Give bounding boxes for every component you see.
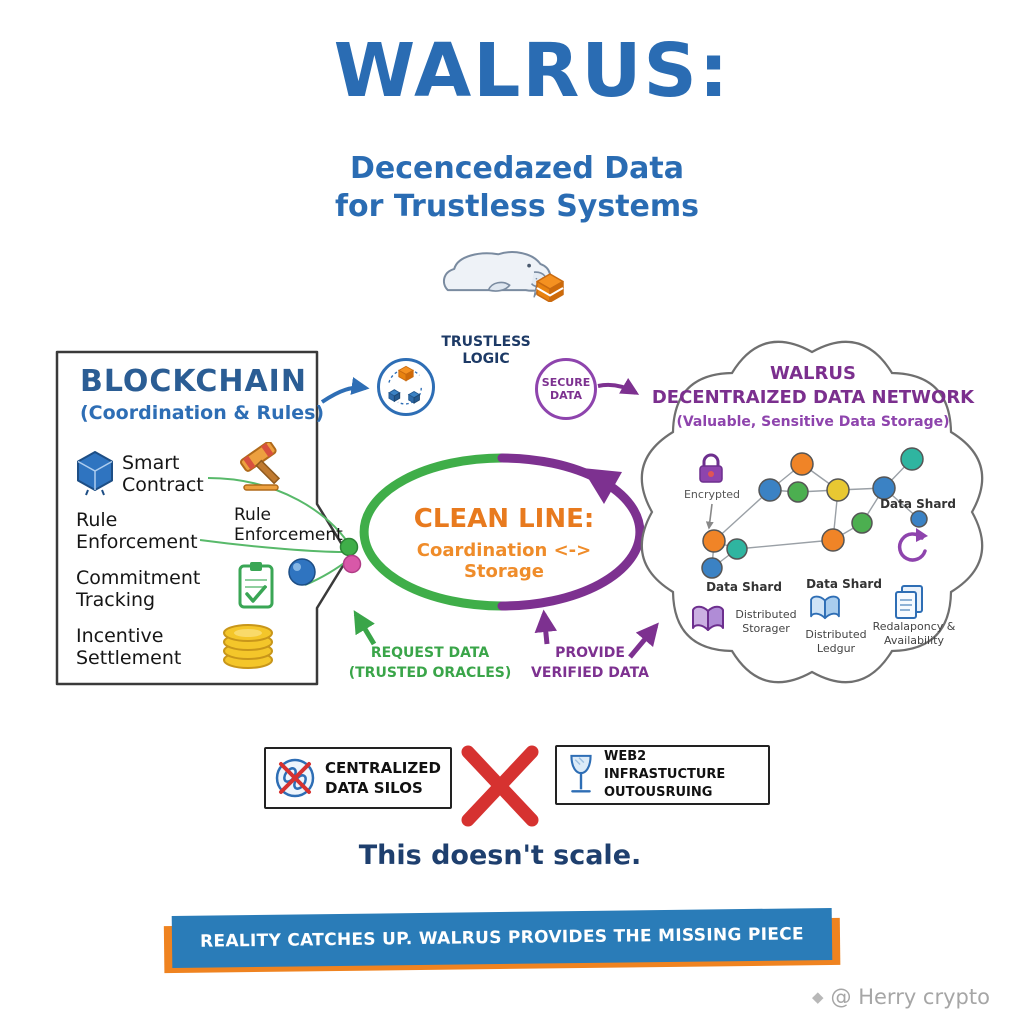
banner-bar: REALITY CATCHES UP. WALRUS PROVIDES THE …: [171, 907, 833, 969]
clean-line-ellipse-green: [359, 453, 507, 611]
open-book-icon-ledger: [810, 594, 840, 620]
documents-icon: [894, 584, 924, 620]
blockchain-item-incentive-settlement: Incentive Settlement: [76, 625, 182, 669]
clipboard-check-icon: [238, 560, 274, 610]
provide-data-arrow: [534, 609, 557, 645]
centralized-silos-box: CENTRALIZED DATA SILOS: [264, 747, 452, 809]
logic-cycle-icon: [377, 358, 435, 416]
data-shard-label-mid: Data Shard: [806, 577, 882, 591]
junction-dot-green: [339, 537, 359, 557]
network-title: WALRUS DECENTRAIZED DATA NETWORK: [651, 363, 975, 409]
connector-line: [199, 539, 345, 553]
encrypted-pointer-arrow: [705, 503, 714, 530]
coins-icon: [220, 614, 276, 670]
data-silos-icon: [274, 757, 316, 799]
recycle-icon: [892, 524, 928, 564]
gavel-rule-enforcement-label: Rule Enforcement: [234, 505, 343, 545]
blockchain-item-commitment-tracking: Commitment Tracking: [76, 567, 201, 611]
clean-line-title: CLEAN LINE:: [413, 504, 595, 534]
redundancy-label: Redalaponcy & Availability: [872, 620, 956, 648]
clean-line-ellipse-purple: [497, 453, 645, 611]
open-book-icon-storage: [692, 604, 724, 632]
doesnt-scale-text: This doesn't scale.: [358, 840, 642, 871]
purple-arrow-to-cloud: [597, 377, 640, 395]
blockchain-title: BLOCKCHAIN: [80, 364, 307, 399]
trustless-logic-label: TRUSTLESS LOGIC: [441, 334, 531, 367]
network-nodes: [701, 447, 928, 579]
web2-outsourcing-label: WEB2 INFRASTUCTURE OUTOUSRUING: [604, 748, 726, 801]
request-data-arrow: [353, 610, 377, 646]
provide-data-arrow-2: [628, 622, 659, 659]
web2-outsourcing-box: WEB2 INFRASTUCTURE OUTOUSRUING: [555, 745, 770, 805]
blockchain-item-rule-enforcement: Rule Enforcement: [76, 509, 198, 553]
centralized-silos-label: CENTRALIZED DATA SILOS: [325, 758, 441, 797]
sphere-icon: [288, 558, 316, 586]
distributed-storage-label: Distributed Storager: [735, 608, 797, 636]
connector-line: [207, 477, 349, 544]
watermark: ◆ @ Herry crypto: [812, 985, 1017, 1009]
blue-arrow: [320, 377, 370, 404]
data-shard-label-left: Data Shard: [706, 580, 782, 594]
page-title: WALRUS:: [333, 28, 731, 114]
banner-ribbon: REALITY CATCHES UP. WALRUS PROVIDES THE …: [163, 907, 841, 974]
smart-contract-cube-icon: [76, 450, 114, 496]
page-subtitle: Decencedazed Data for Trustless Systems: [334, 151, 700, 224]
junction-dot-pink: [342, 554, 362, 574]
request-data-label: REQUEST DATA (TRUSTED ORACLES): [348, 645, 512, 681]
purple-arrowhead: [582, 468, 622, 504]
distributed-ledger-label: Distributed Ledgur: [805, 628, 867, 656]
data-shard-label-top: Data Shard: [880, 497, 956, 511]
gavel-icon: [236, 442, 288, 492]
clean-line-subtitle: Coardination <-> Storage: [416, 540, 592, 582]
blockchain-box-outline: [55, 350, 351, 686]
cube-icon: [535, 272, 565, 302]
diamond-icon: ◆: [812, 988, 824, 1006]
secure-data-badge: SECURE DATA: [535, 358, 597, 420]
banner-text: REALITY CATCHES UP. WALRUS PROVIDES THE …: [199, 924, 805, 952]
lock-icon: [698, 452, 724, 484]
network-subtitle: (Valuable, Sensitive Data Storage): [676, 414, 950, 430]
wine-glass-icon: [567, 753, 595, 797]
encrypted-label: Encrypted: [683, 488, 741, 501]
red-x-mark: [456, 744, 544, 828]
provide-data-label: PROVIDE VERIFIED DATA: [531, 645, 649, 681]
watermark-text: @ Herry crypto: [830, 985, 990, 1009]
blockchain-item-smart-contract: Smart Contract: [122, 452, 204, 496]
blockchain-subtitle: (Coordination & Rules): [80, 402, 325, 424]
